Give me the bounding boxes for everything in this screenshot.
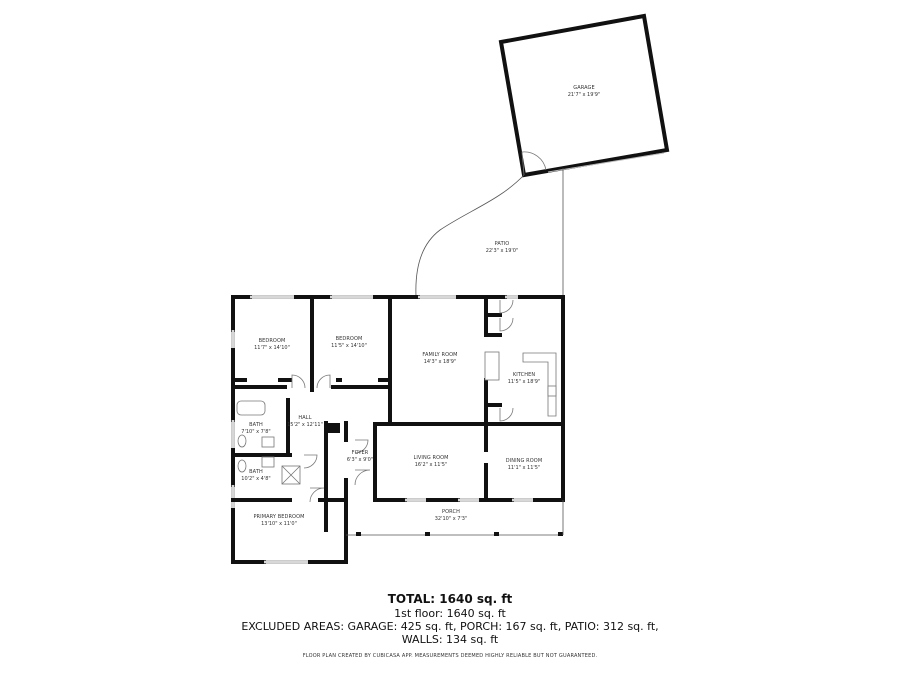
garage-door [547, 150, 665, 171]
hall-label: HALL [298, 415, 311, 421]
garage-door-track [547, 152, 665, 173]
bath2-label: BATH [249, 469, 263, 475]
kitchen-sink [547, 385, 557, 397]
garage-door-swing [521, 151, 547, 176]
kitchen-dims: 11'5" x 18'9" [508, 379, 541, 385]
patio-curve-edge [415, 174, 525, 297]
interior-walls [231, 295, 565, 532]
porch-label: PORCH [442, 509, 460, 515]
patio-area: PATIO 22'3" x 19'0" [415, 168, 564, 297]
toilet-1 [237, 434, 247, 448]
garage-walls [498, 13, 670, 178]
porch-area [346, 500, 564, 536]
sink-1 [261, 436, 275, 448]
porch-dims: 32'10" x 7'3" [435, 516, 468, 522]
garage-area: GARAGE 21'7" x 19'9" [498, 13, 670, 178]
bath1-label: BATH [249, 422, 263, 428]
primary-bedroom-dims: 13'10" x 11'0" [261, 521, 297, 527]
bedroom2-label: BEDROOM [336, 336, 363, 342]
first-floor-area: 1st floor: 1640 sq. ft [394, 607, 506, 620]
dining-room-dims: 11'1" x 11'5" [508, 465, 541, 471]
sink-2 [261, 456, 275, 468]
family-room-label: FAMILY ROOM [422, 352, 457, 358]
door-swings [291, 299, 514, 503]
hall-dims: 15'2" x 12'11" [287, 422, 323, 428]
bedroom1-label: BEDROOM [259, 338, 286, 344]
kitchen-island [484, 351, 500, 381]
kitchen-counter [522, 352, 557, 417]
excluded-areas: EXCLUDED AREAS: GARAGE: 425 sq. ft, PORC… [241, 620, 659, 633]
bedroom2-dims: 11'5" x 14'10" [331, 343, 367, 349]
room-labels: BEDROOM 11'7" x 14'10" BEDROOM 11'5" x 1… [241, 336, 542, 527]
bath1-dims: 7'10" x 7'8" [241, 429, 270, 435]
walls-area: WALLS: 134 sq. ft [401, 633, 499, 646]
foyer-dims: 6'3" x 9'0" [347, 457, 373, 463]
credit-disclaimer: FLOOR PLAN CREATED BY CUBICASA APP. MEAS… [302, 653, 598, 659]
bath2-dims: 10'2" x 4'8" [241, 476, 270, 482]
fixtures [236, 351, 557, 485]
garage-label: GARAGE [573, 85, 595, 91]
toilet-2 [237, 459, 247, 473]
living-room-dims: 16'2" x 11'5" [415, 462, 448, 468]
bedroom1-dims: 11'7" x 14'10" [254, 345, 290, 351]
patio-dims: 22'3" x 19'0" [486, 248, 519, 254]
foyer-label: FOYER [352, 450, 369, 456]
primary-bedroom-label: PRIMARY BEDROOM [253, 514, 304, 520]
patio-label: PATIO [495, 241, 510, 247]
chimney-block [326, 423, 340, 433]
bathtub [236, 400, 266, 416]
dining-room-label: DINING ROOM [506, 458, 543, 464]
kitchen-label: KITCHEN [513, 372, 536, 378]
garage-dims: 21'7" x 19'9" [568, 92, 601, 98]
total-area: TOTAL: 1640 sq. ft [387, 592, 513, 606]
living-room-label: LIVING ROOM [413, 455, 448, 461]
family-room-dims: 14'3" x 18'9" [424, 359, 457, 365]
